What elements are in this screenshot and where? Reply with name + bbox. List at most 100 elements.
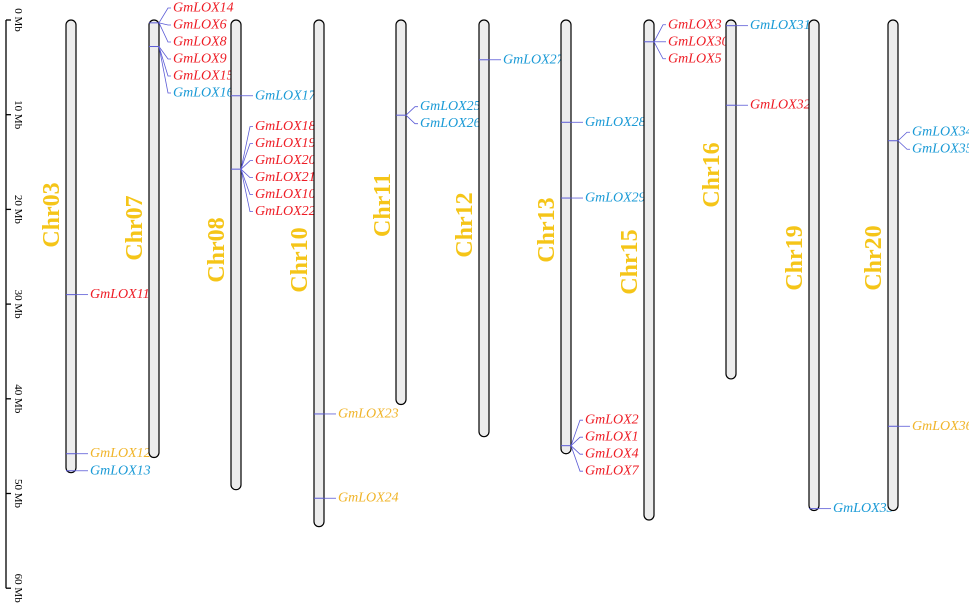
chromosome-chr13: Chr13 GmLOX28GmLOX29GmLOX2GmLOX1GmLOX4GmL…	[534, 19, 646, 479]
gene-connector	[240, 160, 253, 170]
gene-label-gmlox22: GmLOX22	[255, 204, 316, 219]
gene-label-gmlox36: GmLOX36	[912, 419, 969, 434]
chromosome-bar	[313, 19, 325, 528]
chromosome-bar	[478, 19, 490, 438]
gene-connector	[158, 22, 171, 26]
gene-connector	[897, 140, 910, 150]
gene-label-gmlox23: GmLOX23	[338, 406, 399, 421]
gene-label-gmlox30: GmLOX30	[668, 34, 729, 49]
gene-connector	[405, 106, 418, 116]
chromosome-bar	[230, 19, 242, 491]
gene-label-gmlox10: GmLOX10	[255, 187, 316, 202]
chromosome-chr07: Chr07 GmLOX14GmLOX6GmLOX8GmLOX9GmLOX15GmL…	[122, 1, 234, 459]
axis-tick-label: 30 Mb	[12, 290, 24, 320]
chromosome-label: Chr03	[39, 182, 65, 247]
mb-axis: 0 Mb 10 Mb 20 Mb 30 Mb 40 Mb 50 Mb 60 Mb	[5, 8, 24, 604]
gene-label-gmlox29: GmLOX29	[585, 191, 646, 206]
gene-label-gmlox25: GmLOX25	[420, 99, 481, 114]
gene-connector	[158, 22, 171, 43]
gene-label-gmlox7: GmLOX7	[585, 464, 640, 479]
gene-label-gmlox12: GmLOX12	[90, 446, 151, 461]
gene-connector	[405, 114, 418, 125]
gene-label-gmlox11: GmLOX11	[90, 287, 150, 302]
axis-tick-label: 60 Mb	[12, 574, 24, 604]
chromosome-bar	[65, 19, 77, 474]
chromosome-chr08: Chr08 GmLOX17GmLOX18GmLOX19GmLOX20GmLOX21…	[204, 19, 317, 491]
gene-connector	[653, 24, 666, 42]
gene-connector	[158, 7, 171, 24]
gene-label-gmlox31: GmLOX31	[750, 18, 811, 33]
gene-connector	[570, 445, 583, 455]
chromosome-chr12: Chr12 GmLOX27	[452, 19, 565, 438]
axis-tick-label: 0 Mb	[12, 8, 24, 32]
chromosomes: Chr03GmLOX11GmLOX12GmLOX13Chr07GmLOX14Gm…	[39, 1, 969, 528]
gene-label-gmlox16: GmLOX16	[173, 86, 234, 101]
gene-connector	[570, 445, 583, 472]
chromosome-bar	[395, 19, 407, 406]
chromosome-bar	[887, 19, 899, 512]
gene-connector	[240, 168, 253, 179]
gene-label-gmlox24: GmLOX24	[338, 491, 399, 506]
gene-label-gmlox6: GmLOX6	[173, 18, 227, 33]
chromosome-label: Chr15	[617, 229, 643, 294]
chromosome-label: Chr19	[782, 225, 808, 290]
gene-connector	[570, 419, 583, 446]
chromosome-label: Chr12	[452, 192, 478, 257]
chromosome-label: Chr11	[370, 173, 396, 237]
gene-label-gmlox2: GmLOX2	[585, 413, 639, 428]
gene-label-gmlox33: GmLOX33	[833, 501, 894, 516]
gene-connector	[240, 143, 253, 170]
gene-label-gmlox15: GmLOX15	[173, 69, 234, 84]
chromosome-bar	[148, 19, 160, 459]
chromosome-label: Chr16	[699, 142, 725, 207]
gene-connector	[158, 46, 171, 94]
gene-connector	[570, 436, 583, 446]
chromosome-label: Chr07	[122, 195, 148, 260]
gene-label-gmlox1: GmLOX1	[585, 430, 639, 445]
chromosome-bar	[560, 19, 572, 455]
gene-label-gmlox26: GmLOX26	[420, 116, 481, 131]
gene-label-gmlox34: GmLOX34	[912, 125, 969, 140]
gene-label-gmlox28: GmLOX28	[585, 115, 646, 130]
gene-label-gmlox9: GmLOX9	[173, 52, 227, 67]
gene-connector	[240, 169, 253, 196]
gene-connector	[158, 46, 171, 77]
gene-label-gmlox35: GmLOX35	[912, 142, 969, 157]
gene-label-gmlox13: GmLOX13	[90, 463, 151, 478]
chromosome-label: Chr10	[287, 227, 313, 292]
chromosome-label: Chr13	[534, 197, 560, 262]
chromosome-bar	[808, 19, 820, 512]
axis-tick-label: 20 Mb	[12, 195, 24, 225]
gene-label-gmlox27: GmLOX27	[503, 52, 565, 67]
gene-label-gmlox20: GmLOX20	[255, 153, 316, 168]
axis-tick-label: 50 Mb	[12, 479, 24, 509]
axis-tick-label: 40 Mb	[12, 384, 24, 414]
chromosome-label: Chr20	[861, 225, 887, 290]
gene-connector	[158, 46, 171, 60]
gene-label-gmlox17: GmLOX17	[255, 88, 317, 103]
gene-label-gmlox32: GmLOX32	[750, 98, 811, 113]
gene-connector	[897, 131, 910, 142]
gene-connector	[240, 126, 253, 170]
gene-label-gmlox8: GmLOX8	[173, 35, 227, 50]
gene-label-gmlox14: GmLOX14	[173, 1, 234, 16]
chromosome-label: Chr08	[204, 217, 230, 282]
chromosome-bar	[725, 19, 737, 380]
gene-connector	[653, 41, 666, 60]
gene-label-gmlox21: GmLOX21	[255, 170, 316, 185]
gene-connector	[240, 169, 253, 213]
gene-label-gmlox3: GmLOX3	[668, 17, 722, 32]
chromosome-bar	[643, 19, 655, 521]
gene-label-gmlox18: GmLOX18	[255, 119, 316, 134]
gene-label-gmlox19: GmLOX19	[255, 136, 316, 151]
axis-tick-label: 10 Mb	[12, 100, 24, 130]
gene-label-gmlox4: GmLOX4	[585, 447, 639, 462]
